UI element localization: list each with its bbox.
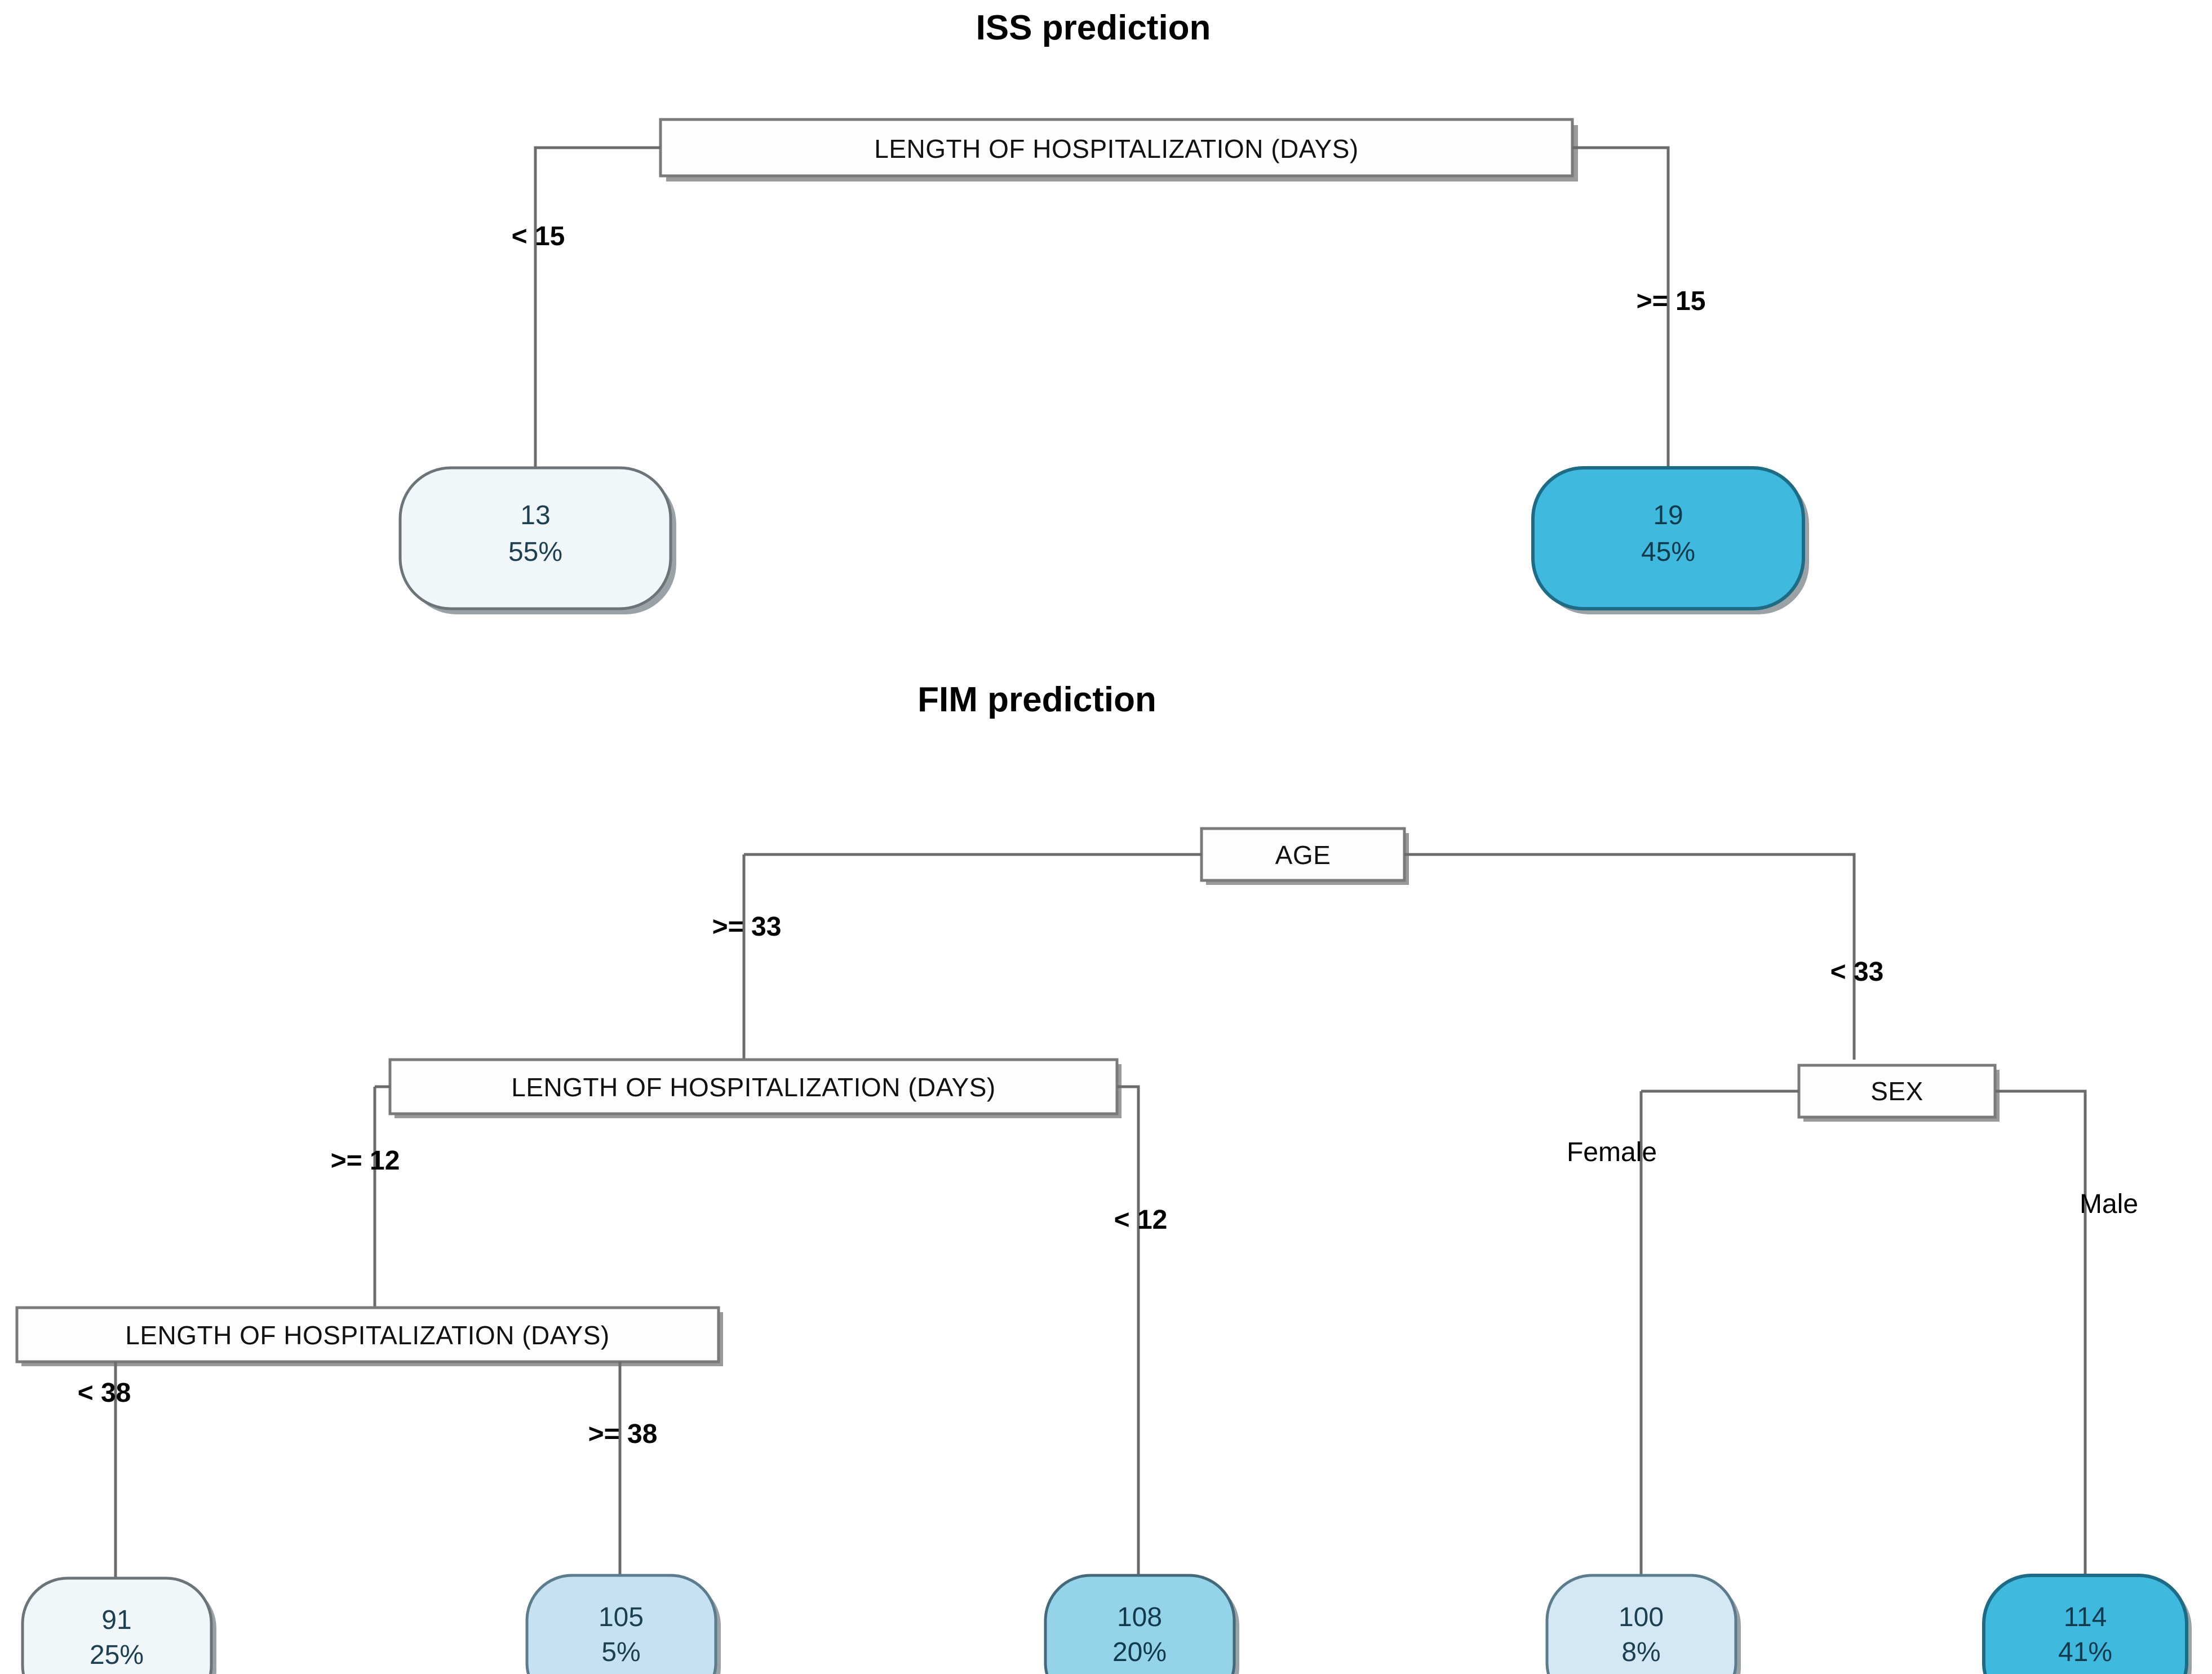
- fim-leaf-3-shape: [1044, 1574, 1236, 1674]
- fim-loh2-node[interactable]: [388, 1058, 1119, 1115]
- fim-leaf-node-5[interactable]: 114 41%: [1982, 1574, 2192, 1674]
- fim-leaf-1-shape: [21, 1576, 213, 1674]
- iss-root-label: LENGTH OF HOSPITALIZATION (DAYS): [874, 134, 1358, 163]
- fim-branch-loh3-left: < 38: [78, 1378, 131, 1408]
- fim-prediction-tree: FIM prediction AGE >= 33 < 33 LENGTH OF …: [15, 680, 2192, 1674]
- fim-branch-loh2-right: < 12: [1114, 1205, 1168, 1235]
- iss-branch-label-left: < 15: [512, 222, 565, 251]
- fim-leaf-node-2[interactable]: 105 5%: [525, 1574, 721, 1674]
- fim-title: FIM prediction: [917, 680, 1156, 719]
- fim-leaf-3-percent: 20%: [1112, 1637, 1167, 1667]
- iss-branch-label-right: >= 15: [1637, 286, 1706, 316]
- iss-leaf-1-shape: [398, 466, 672, 610]
- iss-leaf-2-percent: 45%: [1641, 537, 1695, 567]
- fim-leaf-1-percent: 25%: [90, 1640, 144, 1670]
- fim-leaf-3-value: 108: [1117, 1602, 1162, 1632]
- fim-age-label: AGE: [1275, 840, 1331, 870]
- fim-branch-loh2-left: >= 12: [331, 1146, 400, 1176]
- fim-leaf-4-shape: [1545, 1574, 1737, 1674]
- fim-leaf-node-1[interactable]: 91 25%: [21, 1576, 216, 1674]
- iss-leaf-1-percent: 55%: [508, 537, 562, 567]
- fim-loh3-label: LENGTH OF HOSPITALIZATION (DAYS): [125, 1321, 609, 1350]
- iss-leaf-node-1[interactable]: 13 55%: [398, 466, 676, 614]
- fim-loh2-label: LENGTH OF HOSPITALIZATION (DAYS): [511, 1073, 995, 1102]
- fim-leaf-5-value: 114: [2064, 1602, 2107, 1632]
- fim-sex-node[interactable]: [1797, 1064, 1997, 1119]
- fim-edge-sex-right: [1995, 1090, 2087, 1575]
- fim-branch-age-left: >= 33: [712, 912, 782, 942]
- iss-prediction-tree: ISS prediction LENGTH OF HOSPITALIZATION…: [398, 8, 1809, 614]
- iss-leaf-1-value: 13: [520, 501, 550, 530]
- iss-root-node[interactable]: [659, 118, 1574, 178]
- fim-branch-loh3-right: >= 38: [588, 1419, 658, 1449]
- iss-leaf-2-value: 19: [1653, 501, 1683, 530]
- fim-leaf-node-4[interactable]: 100 8%: [1545, 1574, 1741, 1674]
- fim-leaf-5-shape: [1982, 1574, 2188, 1674]
- fim-edge-loh2-right: [1117, 1085, 1140, 1575]
- fim-branch-sex-left: Female: [1567, 1137, 1657, 1167]
- fim-leaf-2-percent: 5%: [601, 1637, 640, 1667]
- fim-leaf-4-percent: 8%: [1621, 1637, 1660, 1667]
- fim-leaf-2-shape: [525, 1574, 717, 1674]
- fim-leaf-5-percent: 41%: [2058, 1637, 2112, 1667]
- fim-edge-age-right: [1404, 853, 1856, 1060]
- iss-edge-right: [1572, 146, 1670, 496]
- fim-loh3-node[interactable]: [15, 1306, 720, 1363]
- fim-leaf-node-3[interactable]: 108 20%: [1044, 1574, 1239, 1674]
- iss-leaf-node-2[interactable]: 19 45%: [1531, 466, 1809, 614]
- fim-leaf-4-value: 100: [1619, 1602, 1664, 1632]
- fim-leaf-1-value: 91: [101, 1605, 131, 1635]
- iss-title: ISS prediction: [976, 8, 1211, 47]
- fim-leaf-2-value: 105: [599, 1602, 644, 1632]
- fim-sex-label: SEX: [1870, 1077, 1923, 1106]
- fim-branch-sex-right: Male: [2080, 1189, 2138, 1219]
- fim-branch-age-right: < 33: [1830, 957, 1884, 987]
- iss-edge-left: [534, 146, 661, 178]
- iss-leaf-2-shape: [1531, 466, 1805, 610]
